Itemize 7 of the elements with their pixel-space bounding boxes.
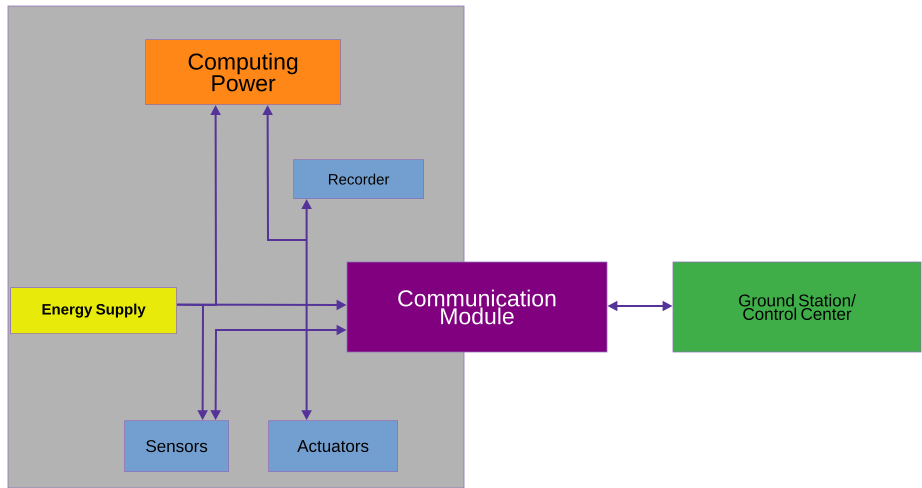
process-box: Actuators: [268, 420, 398, 472]
process-box: Recorder: [293, 159, 424, 199]
process-box: Ground Station/ Control Center: [672, 262, 922, 352]
process-box: Energy Supply: [10, 287, 177, 334]
process-box: Computing Power: [145, 39, 341, 105]
process-box: Communication Module: [346, 262, 608, 352]
process-box: Sensors: [124, 420, 229, 472]
